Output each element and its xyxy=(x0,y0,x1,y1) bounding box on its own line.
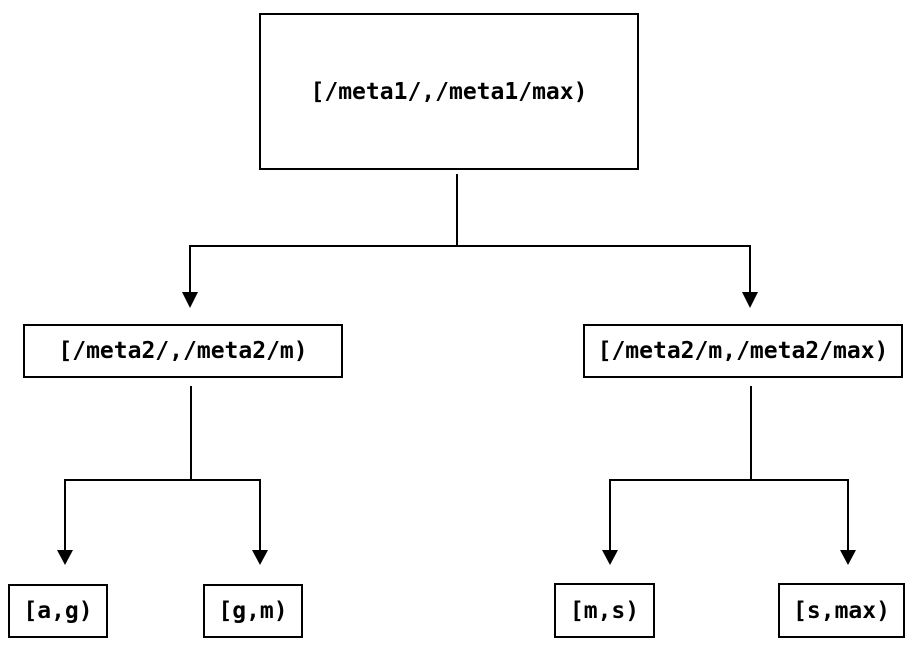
tree-node-mid-right: [/meta2/m,/meta2/max) xyxy=(583,324,903,378)
tree-node-leaf-smax-label: [s,max) xyxy=(793,597,890,624)
arrowhead-midleft xyxy=(182,292,198,308)
tree-node-root-label: [/meta1/,/meta1/max) xyxy=(310,78,588,105)
tree-node-leaf-smax: [s,max) xyxy=(778,583,905,638)
tree-node-leaf-ag-label: [a,g) xyxy=(23,598,93,624)
tree-node-mid-left: [/meta2/,/meta2/m) xyxy=(23,324,343,378)
arrowhead-leaf-gm xyxy=(252,550,268,565)
tree-node-leaf-ms-label: [m,s) xyxy=(569,597,640,624)
arrowhead-leaf-ag xyxy=(57,550,73,565)
tree-node-mid-right-label: [/meta2/m,/meta2/max) xyxy=(597,338,889,364)
tree-node-leaf-gm: [g,m) xyxy=(203,584,303,638)
tree-node-leaf-ms: [m,s) xyxy=(554,583,655,638)
tree-node-leaf-gm-label: [g,m) xyxy=(218,598,288,624)
arrowhead-midright xyxy=(742,292,758,308)
arrowhead-leaf-smax xyxy=(840,550,856,565)
tree-node-mid-left-label: [/meta2/,/meta2/m) xyxy=(58,338,308,364)
tree-node-root: [/meta1/,/meta1/max) xyxy=(259,13,639,170)
arrowhead-leaf-ms xyxy=(602,550,618,565)
tree-node-leaf-ag: [a,g) xyxy=(8,584,108,638)
